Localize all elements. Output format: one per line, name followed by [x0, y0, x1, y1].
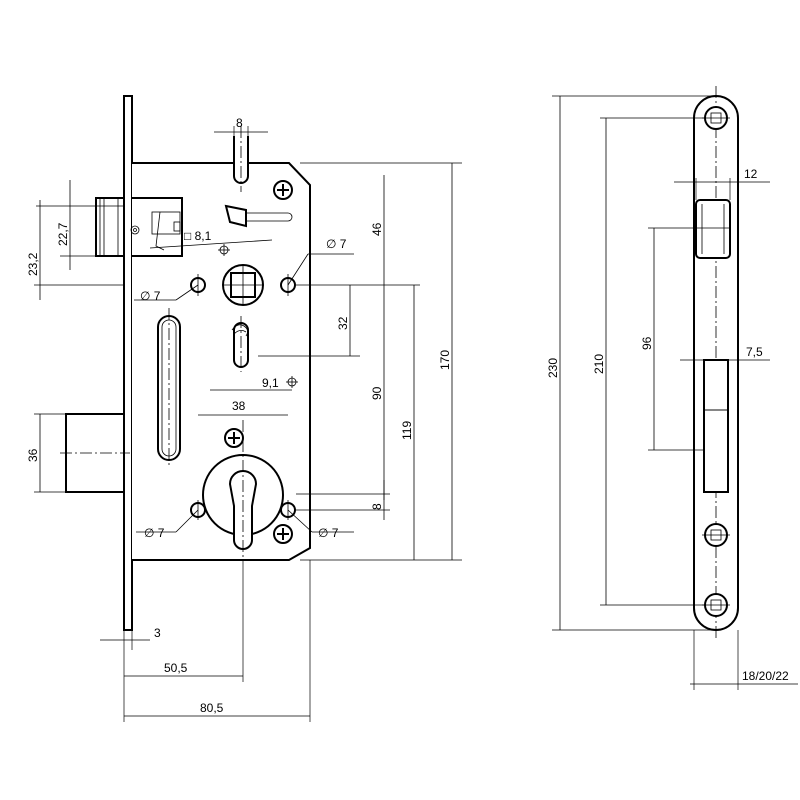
dim-square-spindle: □ 8,1	[184, 229, 212, 243]
top-screw-icon	[273, 180, 293, 200]
lock-body-dimensions: 8 46 170 22,7 23,2 □ 8,1 ∅ 7 ∅ 7 32	[26, 116, 462, 722]
lock-body-view	[60, 95, 311, 631]
bottom-screw-icon	[273, 524, 293, 544]
middle-screw-icon	[224, 428, 244, 448]
latch-long-slot	[157, 308, 181, 468]
dim-hole-upper-right: ∅ 7	[326, 237, 347, 251]
deadbolt	[95, 197, 183, 257]
dim-hole-upper-left: ∅ 7	[140, 289, 161, 303]
dim-width-top: 8	[236, 116, 243, 130]
dim-latch-36: 36	[26, 448, 40, 462]
dim-hole-lower-right: ∅ 7	[318, 526, 339, 540]
faceplate-top-screw-icon	[702, 106, 730, 130]
dim-bolt-offset: 23,2	[26, 252, 40, 276]
dim-distance-119: 119	[400, 421, 414, 440]
dim-plate-3: 3	[154, 626, 161, 640]
dim-backset-50-5: 50,5	[164, 661, 188, 675]
faceplate-bottom-screw-icon	[702, 593, 730, 617]
cylinder-cutout	[202, 420, 284, 560]
faceplate-bolt-opening	[703, 359, 729, 493]
faceplate-latch	[695, 199, 731, 259]
dim-bolt-width-7-5: 7,5	[746, 345, 763, 359]
top-slot	[233, 126, 249, 192]
dim-faceplate-96: 96	[640, 336, 654, 350]
latch-block	[60, 413, 130, 493]
dim-slot-32: 32	[336, 316, 350, 330]
faceplate-middle-screw-icon	[702, 523, 730, 547]
dim-cyl-8: 8	[370, 503, 384, 510]
dim-offset-9-1: 9,1	[262, 376, 279, 390]
spindle-center-mark	[218, 244, 230, 256]
latch-lever	[224, 204, 293, 228]
dim-latch-width-12: 12	[744, 167, 758, 181]
dim-faceplate-widths: 18/20/22	[742, 669, 789, 683]
faceplate-dimensions: 230 210 12 96 7,5 18/20/22	[546, 95, 798, 690]
handle-spindle-square	[222, 264, 264, 306]
faceplate-front-view	[693, 86, 739, 640]
dim-faceplate-230: 230	[546, 358, 560, 378]
dim-faceplate-210: 210	[592, 354, 606, 374]
dim-height-46: 46	[370, 222, 384, 236]
dim-width-80-5: 80,5	[200, 701, 224, 715]
dim-hole-lower-left: ∅ 7	[144, 526, 165, 540]
faceplate-side	[123, 95, 133, 631]
latch-slot	[231, 316, 249, 372]
dim-width-38: 38	[232, 399, 246, 413]
offset-mark	[286, 376, 298, 388]
dim-height-170: 170	[438, 350, 452, 370]
dim-distance-90: 90	[370, 386, 384, 400]
dim-bolt-height: 22,7	[56, 222, 70, 246]
